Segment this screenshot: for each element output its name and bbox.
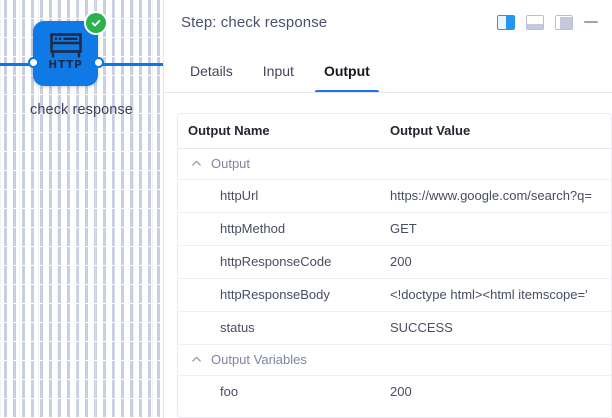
tab-input[interactable]: Input <box>262 63 294 79</box>
dock-side-button[interactable] <box>555 14 573 30</box>
output-value-cell: <!doctype html><html itemscope=' <box>390 277 611 311</box>
output-name-cell: httpResponseCode <box>178 244 390 278</box>
output-table-card: Output Name Output Value Outp <box>177 113 612 418</box>
table-header-row: Output Name Output Value <box>178 114 611 149</box>
table-row[interactable]: httpResponseBody <!doctype html><html it… <box>178 277 611 311</box>
workflow-node-check-response[interactable]: HTTP <box>33 13 106 86</box>
group-row-output[interactable]: Output <box>178 148 611 179</box>
dock-bottom-button[interactable] <box>526 14 544 30</box>
table-row[interactable]: httpUrl https://www.google.com/search?q= <box>178 178 611 212</box>
panel-tabs: Details Input Output <box>164 44 612 93</box>
chevron-up-icon <box>192 160 201 166</box>
column-header-output-value: Output Value <box>390 114 611 149</box>
output-value-cell: 200 <box>390 374 611 408</box>
output-value-cell: SUCCESS <box>390 310 611 344</box>
step-details-panel: Step: check response Details Input Outpu… <box>163 0 612 418</box>
table-row[interactable]: httpMethod GET <box>178 211 611 245</box>
minimize-icon[interactable] <box>584 21 598 23</box>
output-value-cell: https://www.google.com/search?q= <box>390 178 611 212</box>
node-label: check response <box>30 102 133 118</box>
dock-right-button[interactable] <box>497 14 515 30</box>
output-name-cell: status <box>178 310 390 344</box>
http-node-icon: HTTP <box>33 33 98 71</box>
group-row-output-variables[interactable]: Output Variables <box>178 343 611 375</box>
success-check-badge <box>86 13 106 33</box>
column-header-output-name: Output Name <box>178 114 390 149</box>
panel-header-actions <box>497 14 598 30</box>
tab-details[interactable]: Details <box>190 63 233 79</box>
group-label: Output <box>211 156 251 171</box>
node-body[interactable]: HTTP <box>33 21 98 86</box>
panel-header: Step: check response <box>164 0 612 44</box>
output-value-cell: GET <box>390 211 611 245</box>
group-label: Output Variables <box>211 352 307 367</box>
http-node-icon-label: HTTP <box>48 59 83 71</box>
input-port[interactable] <box>28 57 39 68</box>
output-name-cell: httpMethod <box>178 211 390 245</box>
table-row[interactable]: status SUCCESS <box>178 310 611 344</box>
output-name-cell: foo <box>178 374 390 408</box>
output-port[interactable] <box>93 57 104 68</box>
chevron-up-icon <box>192 356 201 362</box>
output-table: Output Name Output Value Outp <box>178 114 611 408</box>
panel-body: Output Name Output Value Outp <box>164 93 612 418</box>
table-row[interactable]: httpResponseCode 200 <box>178 244 611 278</box>
table-row[interactable]: foo 200 <box>178 374 611 408</box>
page-title: Step: check response <box>181 13 328 31</box>
output-name-cell: httpUrl <box>178 178 390 212</box>
tab-output[interactable]: Output <box>314 63 379 92</box>
output-value-cell: 200 <box>390 244 611 278</box>
workflow-canvas[interactable]: HTTP check response <box>0 0 163 418</box>
output-name-cell: httpResponseBody <box>178 277 390 311</box>
